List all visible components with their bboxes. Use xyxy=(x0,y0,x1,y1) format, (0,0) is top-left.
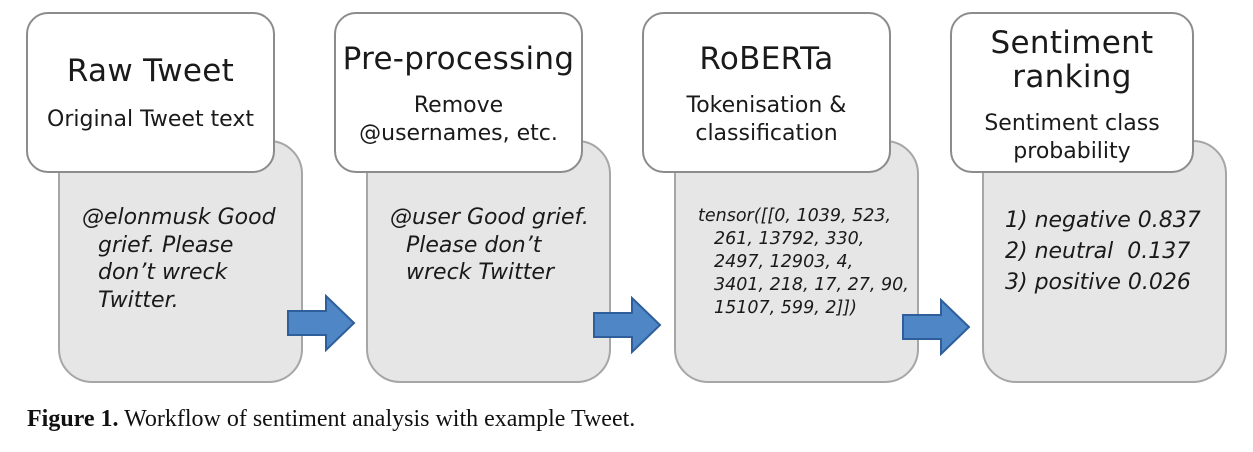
stage-subtitle: classification xyxy=(695,121,838,146)
detail-line: 15107, 599, 2]]) xyxy=(714,298,857,318)
figure-caption: Figure 1. Workflow of sentiment analysis… xyxy=(27,404,635,434)
stage-title: Pre-processing xyxy=(342,41,575,77)
pre-processing-example-text: @user Good grief. Please don’t wreck Twi… xyxy=(390,204,589,287)
stage-subtitle: Sentiment class xyxy=(984,111,1160,136)
arrow-right-icon xyxy=(902,298,971,356)
arrow-right-icon xyxy=(287,294,356,352)
stage-subtitle: Remove xyxy=(413,93,504,118)
stage-raw-tweet: @elonmusk Good grief. Please don’t wreck… xyxy=(0,0,310,400)
detail-line: Twitter. xyxy=(98,287,179,313)
sentiment-ranking-example-box xyxy=(982,140,1227,383)
detail-line: grief. Please xyxy=(98,232,234,258)
detail-line: 3) positive 0.026 xyxy=(1005,270,1191,295)
stage-title: Sentiment xyxy=(990,25,1154,61)
raw-tweet-example-text: @elonmusk Good grief. Please don’t wreck… xyxy=(82,204,276,314)
pre-processing-header: Pre-processing Remove @usernames, etc. xyxy=(334,12,583,173)
detail-line: 3401, 218, 17, 27, 90, xyxy=(714,275,909,295)
stage-title: RoBERTa xyxy=(699,41,834,77)
roberta-example-box xyxy=(674,140,919,383)
arrow-right-icon xyxy=(593,296,662,354)
pre-processing-example-box xyxy=(366,140,611,383)
raw-tweet-example-box xyxy=(58,140,303,383)
stage-subtitle: @usernames, etc. xyxy=(359,121,558,146)
detail-line: tensor([[0, 1039, 523, xyxy=(698,206,892,226)
detail-line: 1) negative 0.837 xyxy=(1005,208,1201,233)
detail-line: 2) neutral 0.137 xyxy=(1005,239,1191,264)
detail-line: Please don’t xyxy=(406,232,542,258)
detail-line: don’t wreck xyxy=(98,260,228,285)
detail-line: 2497, 12903, 4, xyxy=(714,252,854,272)
stage-subtitle: Tokenisation & xyxy=(686,93,847,118)
stage-pre-processing: @user Good grief. Please don’t wreck Twi… xyxy=(0,0,620,400)
detail-line: @elonmusk Good xyxy=(82,205,276,230)
raw-tweet-header: Raw Tweet Original Tweet text xyxy=(26,12,275,173)
stage-subtitle: probability xyxy=(1013,139,1131,164)
caption-text: Workflow of sentiment analysis with exam… xyxy=(118,406,636,432)
caption-label: Figure 1. xyxy=(27,406,119,432)
stage-title: ranking xyxy=(1012,59,1132,95)
stage-title: Raw Tweet xyxy=(66,53,235,89)
stage-roberta: tensor([[0, 1039, 523, 261, 13792, 330, … xyxy=(642,12,919,383)
roberta-example-text: tensor([[0, 1039, 523, 261, 13792, 330, … xyxy=(698,205,909,320)
workflow-diagram: @elonmusk Good grief. Please don’t wreck… xyxy=(0,0,1227,400)
detail-line: wreck Twitter xyxy=(406,260,554,285)
sentiment-ranking-header: Sentiment ranking Sentiment class probab… xyxy=(950,12,1194,173)
stage-subtitle: Original Tweet text xyxy=(47,107,254,132)
stage-sentiment-ranking: 1) negative 0.837 2) neutral 0.137 3) po… xyxy=(950,12,1227,383)
roberta-header: RoBERTa Tokenisation & classification xyxy=(642,12,891,173)
detail-line: @user Good grief. xyxy=(390,205,589,230)
sentiment-ranking-example-text: 1) negative 0.837 2) neutral 0.137 3) po… xyxy=(1005,205,1201,298)
detail-line: 261, 13792, 330, xyxy=(714,229,865,249)
